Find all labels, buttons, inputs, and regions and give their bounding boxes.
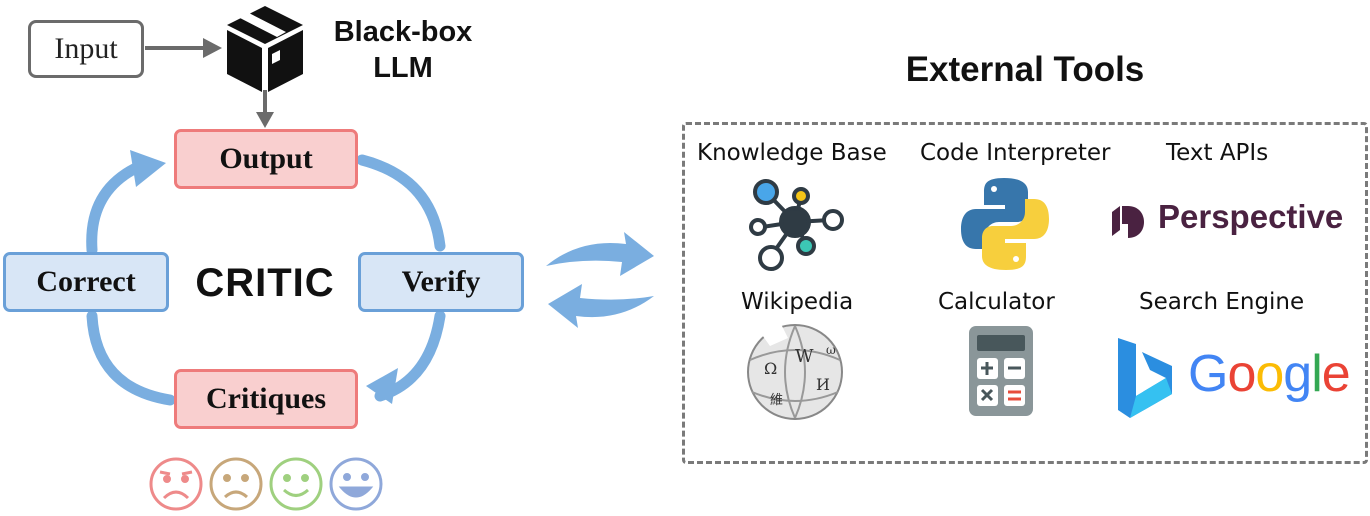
knowledge-base-network-icon [749, 179, 844, 271]
wikipedia-label: Wikipedia [741, 289, 854, 315]
bing-logo-icon [1118, 338, 1172, 418]
google-letter: o [1227, 345, 1256, 403]
text-apis-label: Text APIs [1166, 140, 1269, 166]
output-box: Output [174, 129, 358, 189]
google-letter: G [1188, 345, 1228, 403]
perspective-logo-icon [1112, 206, 1144, 238]
python-logo-icon [961, 178, 1049, 270]
verify-box: Verify [358, 252, 524, 312]
black-box-cube-icon [227, 6, 303, 92]
perspective-logo-text: Perspective [1158, 198, 1344, 235]
grin-face-icon [329, 457, 383, 511]
external-tools-title: External Tools [905, 50, 1145, 89]
external-tools-frame [682, 122, 1368, 464]
svg-text:ω: ω [826, 343, 836, 357]
input-box: Input [28, 20, 144, 78]
code-interpreter-label: Code Interpreter [920, 140, 1111, 166]
knowledge-base-label: Knowledge Base [697, 140, 887, 166]
frown-face-icon [209, 457, 263, 511]
smile-face-icon [269, 457, 323, 511]
cycle-arrows [86, 154, 446, 406]
critiques-box: Critiques [174, 369, 358, 429]
llm-label-line2: LLM [373, 52, 433, 84]
search-engine-label: Search Engine [1139, 289, 1305, 315]
calculator-label: Calculator [938, 289, 1055, 315]
google-logo: Google [1188, 344, 1351, 404]
critic-label: CRITIC [195, 260, 335, 305]
svg-text:И: И [816, 375, 830, 394]
calculator-icon [969, 326, 1033, 416]
exchange-arrows-icon [546, 232, 654, 328]
correct-box: Correct [3, 252, 169, 312]
svg-text:維: 維 [770, 393, 783, 408]
cycle-arrowheads [130, 150, 398, 404]
llm-label-line1: Black-box [333, 16, 473, 48]
google-letter: e [1321, 345, 1351, 403]
google-letter: l [1311, 345, 1323, 403]
google-letter: o [1255, 345, 1284, 403]
llm-to-output-arrow [256, 90, 274, 128]
google-letter: g [1283, 345, 1312, 403]
svg-text:W: W [795, 346, 814, 367]
wikipedia-globe-icon: Ω W И 維 ω [747, 322, 843, 420]
input-to-llm-arrow [145, 38, 222, 58]
black-box-llm-label: Black-box LLM [310, 14, 496, 86]
svg-text:Ω: Ω [764, 359, 777, 378]
sad-face-icon [149, 457, 203, 511]
